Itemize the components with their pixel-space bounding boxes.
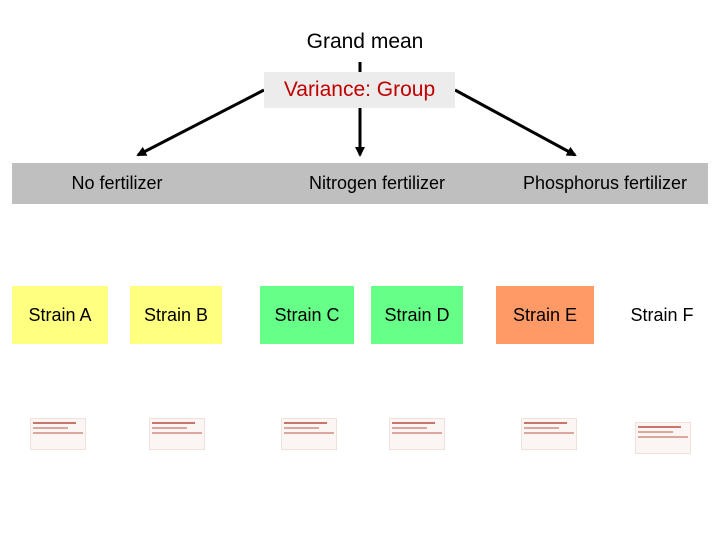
strain-d-box: Strain D <box>371 286 463 344</box>
fertilizer-group-band: No fertilizer Nitrogen fertilizer Phosph… <box>12 163 708 204</box>
formula-thumbnail-e <box>521 418 577 450</box>
formula-thumbnail-c <box>281 418 337 450</box>
strain-f-box: Strain F <box>618 286 706 344</box>
arrow-to-no-fertilizer <box>138 90 264 155</box>
strain-a-box: Strain A <box>12 286 108 344</box>
strain-e-box: Strain E <box>496 286 594 344</box>
strain-b-label: Strain B <box>144 305 208 326</box>
strain-c-label: Strain C <box>274 305 339 326</box>
strain-d-label: Strain D <box>384 305 449 326</box>
formula-thumbnail-f <box>635 422 691 454</box>
strain-f-label: Strain F <box>630 305 693 326</box>
strain-b-box: Strain B <box>130 286 222 344</box>
formula-thumbnail-b <box>149 418 205 450</box>
variance-group-label: Variance: Group <box>284 78 435 102</box>
group-phosphorus-fertilizer: Phosphorus fertilizer <box>500 163 710 204</box>
group-no-fertilizer: No fertilizer <box>32 163 202 204</box>
variance-group-box: Variance: Group <box>264 72 455 108</box>
strain-c-box: Strain C <box>260 286 354 344</box>
formula-thumbnail-d <box>389 418 445 450</box>
formula-thumbnail-a <box>30 418 86 450</box>
grand-mean-label: Grand mean <box>290 30 440 54</box>
group-nitrogen-fertilizer: Nitrogen fertilizer <box>277 163 477 204</box>
arrow-to-phosphorus-fertilizer <box>455 90 575 155</box>
strain-a-label: Strain A <box>28 305 91 326</box>
strain-e-label: Strain E <box>513 305 577 326</box>
